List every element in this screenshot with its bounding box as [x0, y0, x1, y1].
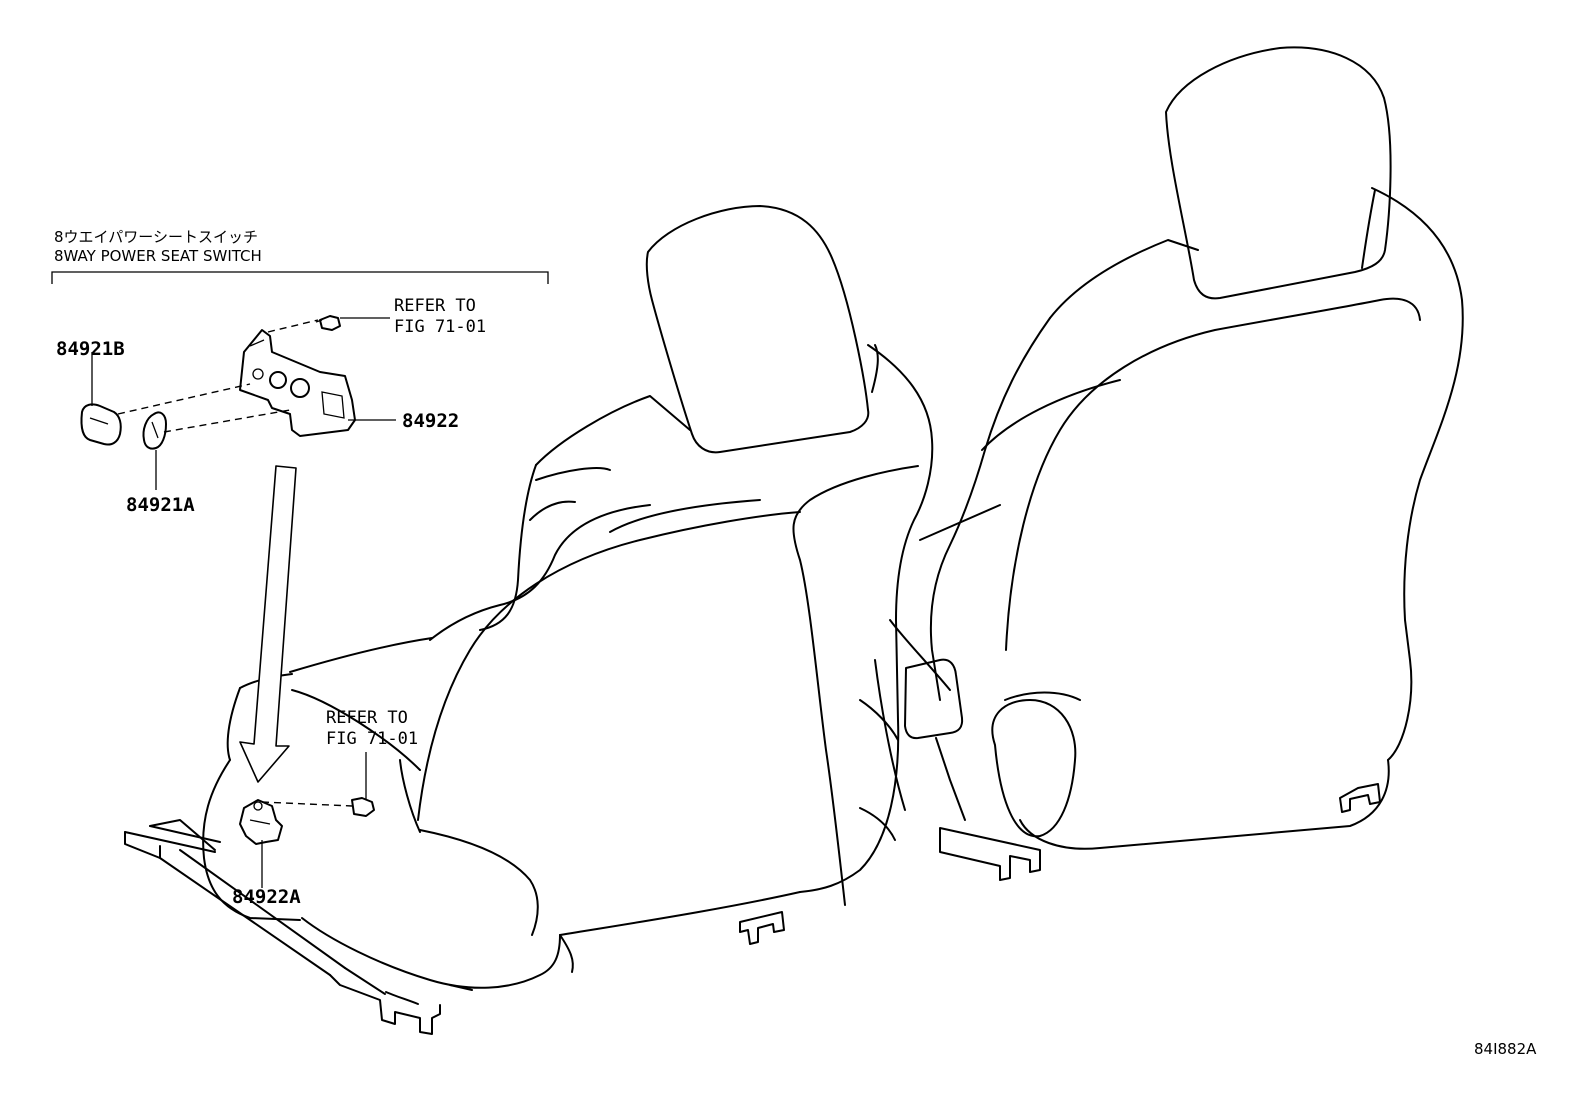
- part-label-84921a[interactable]: 84921A: [126, 494, 195, 516]
- part-label-84922[interactable]: 84922: [402, 410, 460, 432]
- switch-assembly-exploded: [80, 315, 356, 450]
- rear-seat-illustration: [874, 46, 1464, 881]
- illustration-code: 84I882A: [1474, 1040, 1537, 1058]
- reference-line2: FIG 71-01: [326, 729, 419, 749]
- reference-line2: FIG 71-01: [394, 317, 487, 337]
- leader-lines: [91, 317, 396, 888]
- installed-switch: [239, 797, 375, 845]
- section-title-en: 8WAY POWER SEAT SWITCH: [54, 247, 262, 265]
- group-bracket: [51, 271, 549, 284]
- reference-fig-bottom[interactable]: REFER TO FIG 71-01: [326, 708, 418, 750]
- reference-fig-top[interactable]: REFER TO FIG 71-01: [394, 296, 486, 338]
- part-label-84921b[interactable]: 84921B: [56, 338, 125, 360]
- section-title: 8ウエイパワーシートスイッチ 8WAY POWER SEAT SWITCH: [54, 228, 262, 266]
- part-label-84922a[interactable]: 84922A: [232, 886, 301, 908]
- reference-line1: REFER TO: [394, 296, 476, 316]
- reference-line1: REFER TO: [326, 708, 408, 728]
- section-title-jp: 8ウエイパワーシートスイッチ: [54, 228, 258, 246]
- installation-arrow: [239, 465, 297, 783]
- front-seat-illustration: [124, 205, 934, 1035]
